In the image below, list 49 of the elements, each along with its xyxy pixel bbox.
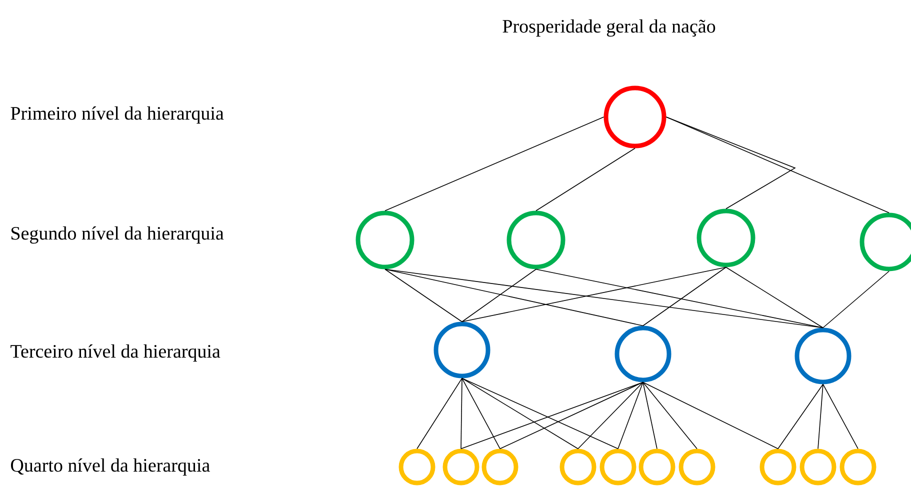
connector-line	[460, 378, 462, 450]
connector-line	[578, 382, 644, 450]
connector-line	[642, 266, 726, 326]
circle	[482, 448, 518, 486]
connector-line	[778, 384, 824, 450]
circle	[560, 448, 596, 486]
connector-line	[462, 378, 578, 450]
connector-line	[642, 382, 778, 450]
connector-line	[726, 266, 824, 328]
connector-line	[462, 266, 726, 322]
connector-line	[384, 268, 644, 326]
level-label: Segundo nível da hierarquia	[11, 226, 224, 244]
circle	[604, 86, 666, 148]
connector-line	[822, 270, 890, 328]
circle	[800, 448, 836, 486]
connector-line	[500, 382, 644, 450]
connector-line	[384, 268, 824, 328]
connector-line	[460, 382, 644, 450]
title: Prosperidade geral da nação	[502, 19, 716, 37]
circle	[678, 448, 716, 486]
circle	[506, 210, 566, 270]
circle	[840, 448, 876, 486]
level-label: Terceiro nível da hierarquia	[10, 344, 220, 362]
connector-line	[462, 378, 500, 450]
circle	[614, 326, 672, 382]
connector-line	[384, 116, 604, 212]
connector-line	[666, 116, 890, 214]
connector-line	[384, 268, 462, 322]
connector-line	[618, 382, 644, 450]
connector-line	[642, 382, 698, 450]
circle	[696, 208, 756, 268]
circle	[434, 322, 490, 378]
circle	[600, 448, 636, 486]
level-label: Primeiro nível da hierarquia	[10, 106, 224, 124]
circle	[638, 448, 676, 486]
connector-line	[462, 268, 536, 322]
connector-line	[416, 378, 462, 450]
connector-line	[462, 378, 618, 450]
level-label: Quarto nível da hierarquia	[11, 458, 210, 476]
connector-line	[822, 384, 858, 450]
connector-line	[818, 384, 824, 450]
circle	[794, 328, 852, 384]
connector-line	[536, 268, 824, 328]
circle	[356, 210, 414, 270]
circle	[442, 448, 480, 486]
circle	[398, 448, 436, 486]
connector-line	[642, 382, 658, 450]
circle	[760, 448, 796, 486]
connector-line	[536, 148, 636, 212]
